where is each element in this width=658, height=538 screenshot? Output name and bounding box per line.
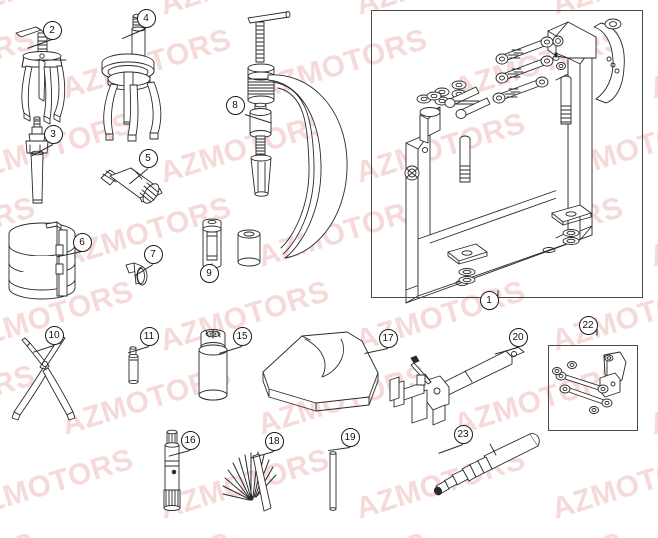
callout-17[interactable]: 17: [378, 328, 398, 348]
part-19-pin-punch: [329, 451, 337, 511]
part-9-bushing-insert: [202, 218, 222, 269]
part-2-three-jaw-puller-small: [15, 26, 67, 125]
callout-8[interactable]: 8: [225, 95, 245, 115]
part-15-socket-driver: [198, 329, 228, 401]
part-20-lever-arm-tool: [389, 346, 525, 426]
main-assembly-box: [371, 10, 643, 298]
part-5-knurled-adapter: [100, 167, 163, 204]
part-18-feeler-gauge-set: [222, 451, 277, 512]
callout-3[interactable]: 3: [43, 124, 63, 144]
part-17-support-plate-fixture: [262, 331, 379, 412]
callout-10[interactable]: 10: [44, 325, 64, 345]
callout-23[interactable]: 23: [453, 424, 473, 444]
callout-18[interactable]: 18: [264, 431, 284, 451]
callout-4[interactable]: 4: [136, 8, 156, 28]
part-1-press-frame-assembly: [404, 18, 625, 304]
part-11-guide-pin: [128, 346, 139, 385]
part-8-c-clamp-spindle: [237, 11, 348, 267]
callout-15[interactable]: 15: [232, 326, 252, 346]
callout-1[interactable]: 1: [479, 290, 499, 310]
part-6-spacer-collar-set: [8, 221, 76, 300]
callout-6[interactable]: 6: [72, 232, 92, 252]
callout-22[interactable]: 22: [578, 315, 598, 335]
callout-7[interactable]: 7: [143, 244, 163, 264]
callout-2[interactable]: 2: [42, 20, 62, 40]
part-23-bearing-installer-shaft: [433, 433, 540, 496]
part-22-linkage-rod-kit: [552, 351, 627, 414]
part-16-splined-shaft-tool: [163, 429, 181, 511]
callout-16[interactable]: 16: [180, 430, 200, 450]
callout-5[interactable]: 5: [138, 148, 158, 168]
bolt-group: [444, 36, 572, 183]
sub-assembly-box-22: [548, 345, 638, 431]
callout-19[interactable]: 19: [340, 427, 360, 447]
callout-20[interactable]: 20: [508, 327, 528, 347]
callout-11[interactable]: 11: [139, 326, 159, 346]
callout-9[interactable]: 9: [199, 263, 219, 283]
